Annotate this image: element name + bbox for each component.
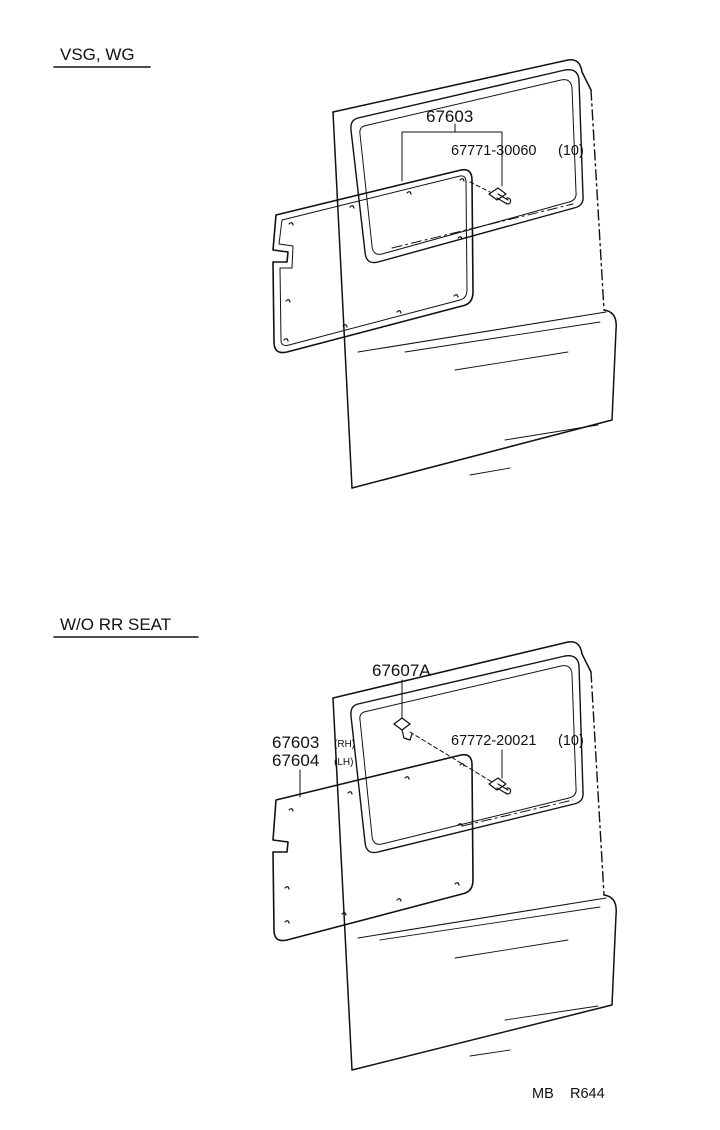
trim-board-67603 (272, 168, 474, 354)
sliding-door-panel (332, 641, 617, 1071)
footer-code-mb: MB (532, 1086, 554, 1102)
label-clip-qty: (10) (558, 733, 584, 749)
section-heading: VSG, WG (60, 45, 135, 64)
trim-board-67603-67604 (272, 753, 474, 942)
clip-67771-30060 (469, 181, 512, 205)
sliding-door-panel (332, 59, 617, 489)
label-retainer: 67607A (372, 661, 431, 680)
label-rh: (RH) (334, 739, 355, 750)
clip-67772-20021 (488, 777, 512, 795)
footer-code-r644: R644 (570, 1086, 605, 1102)
clip-holes (284, 763, 465, 924)
leader-lines (401, 123, 503, 187)
section-vsg-wg: VSG, WG (53, 45, 617, 489)
section-wo-rr-seat: W/O RR SEAT (53, 615, 617, 1071)
label-lh: (LH) (334, 757, 353, 768)
label-clip: 67772-20021 (451, 733, 536, 749)
footer: MB R644 (532, 1086, 605, 1102)
label-trim-board-lh: 67604 (272, 751, 319, 770)
section-heading: W/O RR SEAT (60, 615, 171, 634)
label-trim-board: 67603 (426, 107, 473, 126)
leader-lines (299, 679, 503, 798)
clip-holes (283, 178, 465, 342)
label-clip: 67771-30060 (451, 143, 536, 159)
retainer-67607a (393, 717, 493, 783)
label-trim-board-rh: 67603 (272, 733, 319, 752)
label-clip-qty: (10) (558, 143, 584, 159)
